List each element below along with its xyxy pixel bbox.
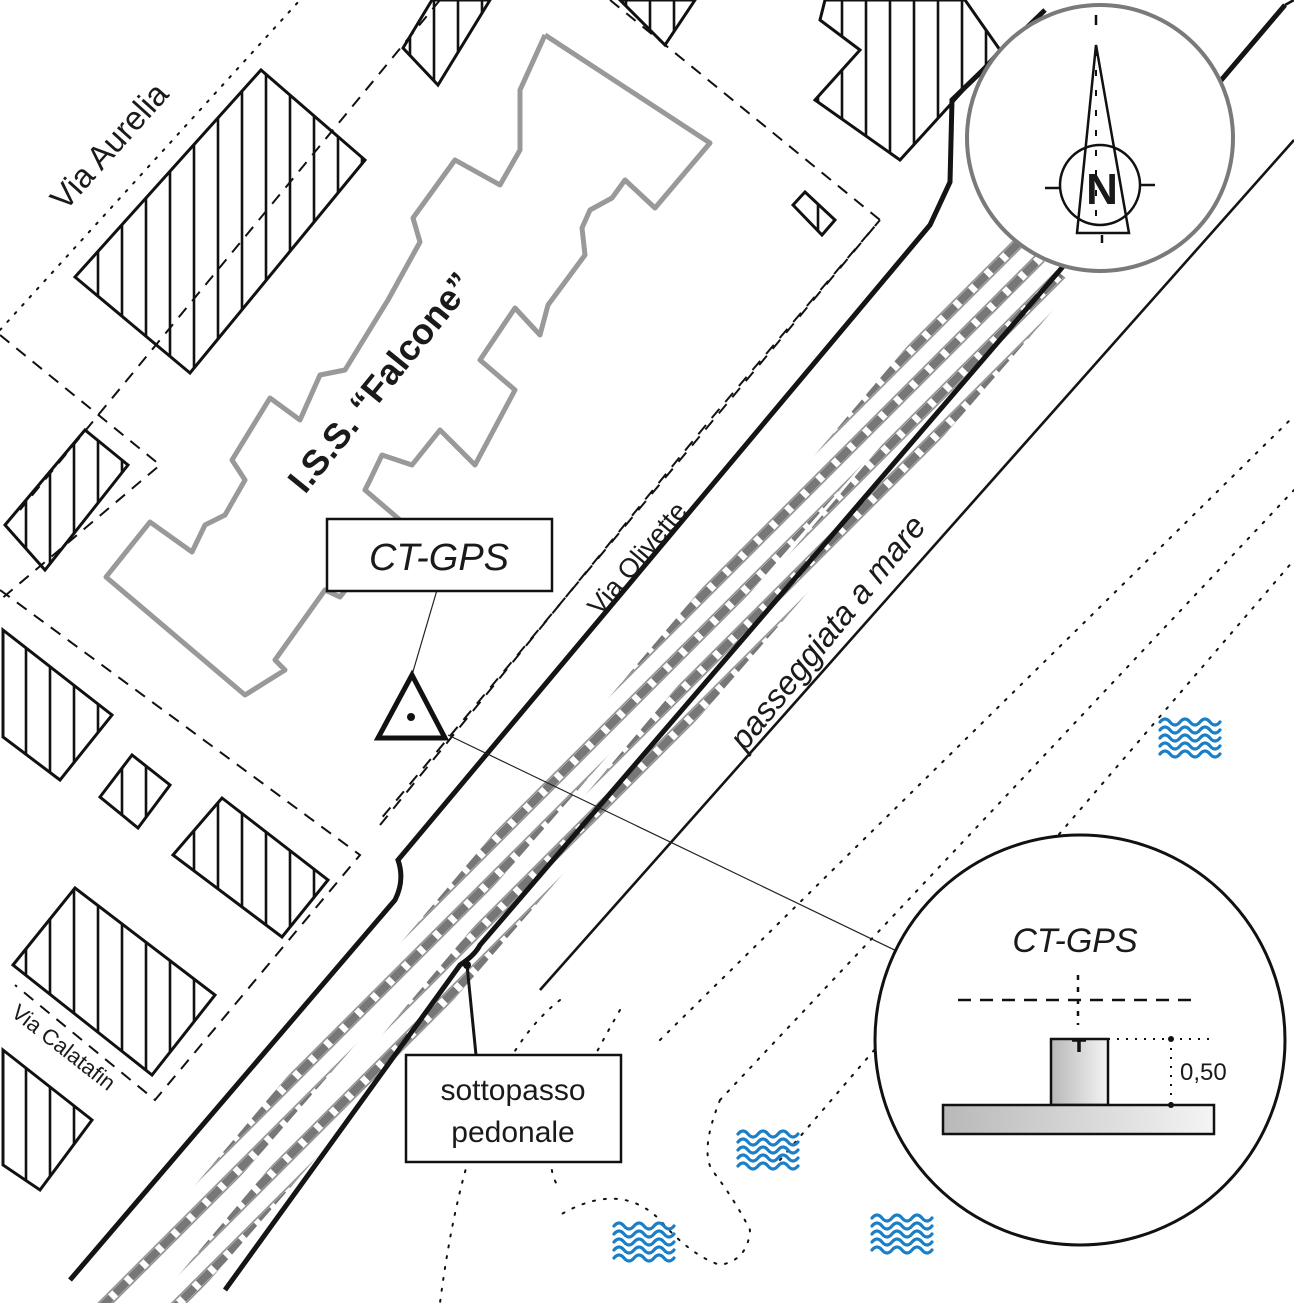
water-waves-icon	[612, 1221, 676, 1263]
gps-label: CT-GPS	[369, 537, 509, 579]
building	[3, 427, 131, 573]
railway-track	[95, 225, 1045, 1303]
building	[72, 67, 368, 376]
water-waves-icon	[1158, 717, 1222, 759]
building	[401, 0, 492, 88]
water-waves-icon	[736, 1129, 800, 1171]
gps-label-leader	[411, 589, 438, 676]
gps-inset-leader	[447, 734, 906, 956]
building	[812, 0, 1002, 162]
building	[1, 626, 115, 783]
gps-label-box: CT-GPS	[325, 517, 554, 593]
underpass-leader	[465, 964, 478, 1056]
underpass-label-line2: pedonale	[451, 1116, 574, 1149]
school-name-label: I.S.S. “Falcone”	[279, 264, 481, 500]
height-label: 0,50	[1180, 1059, 1227, 1086]
base-slab	[941, 1103, 1216, 1136]
promenade-edge	[539, 139, 1294, 991]
underpass-label-line1: sottopasso	[440, 1074, 585, 1107]
underpass-point	[463, 961, 471, 969]
building	[10, 885, 218, 1078]
underpass-label-box: sottopasso pedonale	[404, 1053, 623, 1164]
building	[1, 1046, 95, 1193]
inset-title: CT-GPS	[1012, 922, 1138, 960]
gps-detail-inset: CT-GPS 0,50	[873, 833, 1287, 1247]
water-waves-icon	[870, 1213, 934, 1255]
railway	[68, 0, 1294, 1303]
via-aurelia-edge	[0, 0, 301, 331]
compass: N	[965, 3, 1235, 273]
railway-edge	[222, 3, 1287, 1292]
north-arrow-icon	[1045, 15, 1155, 243]
buildings	[1, 0, 1002, 1193]
building	[97, 752, 173, 831]
building	[790, 189, 838, 238]
building	[617, 0, 697, 48]
via-olivette-edge	[68, 8, 1047, 1282]
building	[170, 795, 331, 940]
school-building-outline	[103, 32, 713, 698]
triangle-benchmark-icon[interactable]	[373, 669, 450, 741]
compass-north-letter: N	[1086, 165, 1118, 214]
